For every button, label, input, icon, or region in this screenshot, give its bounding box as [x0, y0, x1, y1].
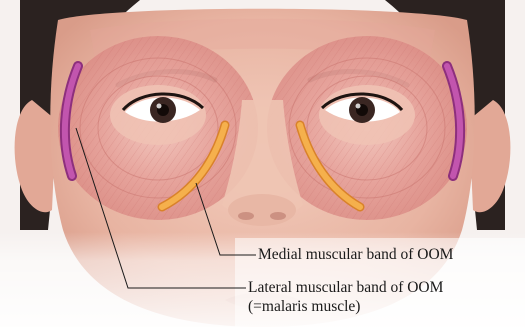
medial-band-label: Medial muscular band of OOM [258, 246, 453, 264]
lateral-band-label: Lateral muscular band of OOM [248, 279, 443, 297]
malaris-note-label: (=malaris muscle) [248, 298, 360, 316]
